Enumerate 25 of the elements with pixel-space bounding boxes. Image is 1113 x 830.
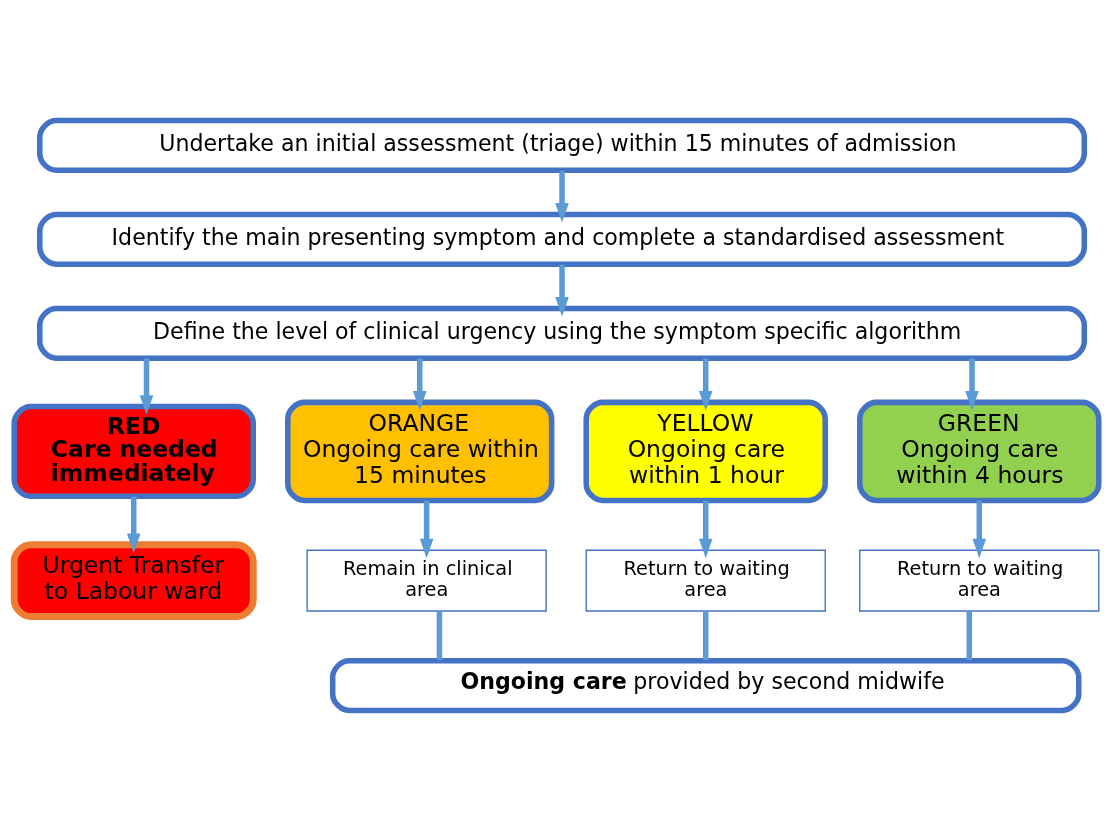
arrow — [412, 357, 427, 410]
arrow — [698, 357, 713, 410]
arrow — [419, 500, 434, 558]
node-box: Define the level of clinical urgency using the symptom specific algorithm — [37, 305, 1088, 361]
connector — [436, 611, 443, 660]
node-box: ORANGE Ongoing care within 15 minutes — [285, 399, 555, 503]
node-box: Return to waiting area — [859, 549, 1100, 612]
arrow — [555, 170, 569, 222]
arrow — [555, 264, 569, 316]
node-box: RED Care needed immediately — [11, 403, 256, 499]
node-box: YELLOW Ongoing care within 1 hour — [583, 399, 828, 503]
node-box: Return to waiting area — [585, 549, 826, 612]
arrow — [698, 500, 713, 558]
arrow — [139, 357, 154, 415]
node-box: GREEN Ongoing care within 4 hours — [857, 399, 1102, 503]
node-box: Urgent Transfer to Labour ward — [10, 540, 257, 620]
node-box: Remain in clinical area — [306, 549, 547, 612]
connector — [702, 611, 709, 660]
arrow — [972, 500, 987, 558]
node-box: Undertake an initial assessment (triage) within 15 minutes of admission — [37, 117, 1088, 173]
node-box: Identify the main presenting symptom and complete a standardised assessment — [37, 211, 1088, 267]
arrow — [965, 357, 979, 410]
arrow — [126, 496, 141, 553]
connector — [966, 611, 973, 660]
node-box: Ongoing care provided by second midwife — [329, 657, 1082, 713]
